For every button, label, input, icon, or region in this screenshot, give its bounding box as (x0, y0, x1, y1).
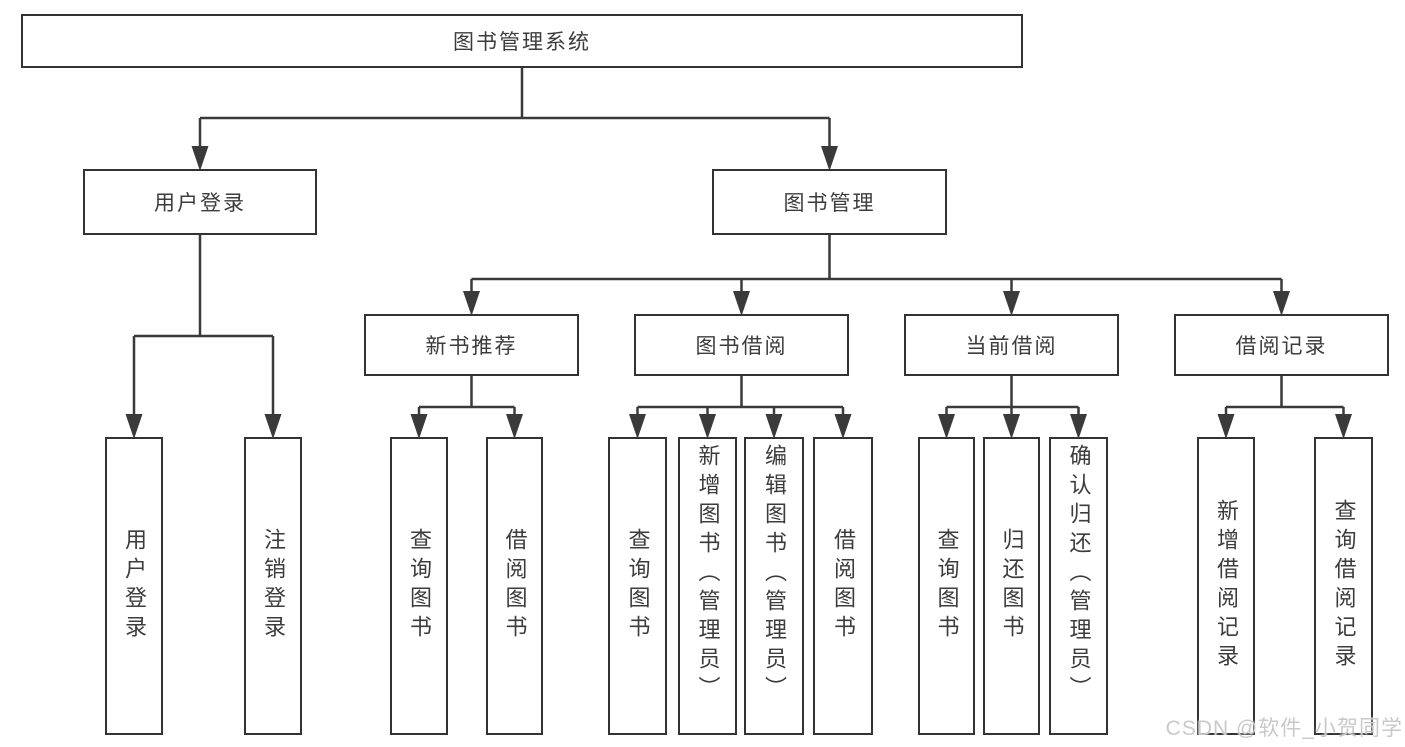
node-label: 新书推荐 (425, 335, 518, 358)
node-label: 借阅记录 (1235, 335, 1328, 358)
node-leaf-query-record: 查询借阅记录 (1314, 437, 1373, 735)
node-label: 当前借阅 (965, 335, 1058, 358)
node-label: 查询图书 (407, 528, 432, 644)
node-leaf-logout: 注销登录 (244, 437, 302, 735)
node-book-borrow: 图书借阅 (634, 314, 849, 376)
node-cur-borrow: 当前借阅 (904, 314, 1119, 376)
node-leaf-user-login: 用户登录 (105, 437, 163, 735)
node-label: 编辑图书（管理员） (762, 444, 787, 705)
node-new-rec: 新书推荐 (364, 314, 579, 376)
node-leaf-return-book: 归还图书 (983, 437, 1040, 735)
node-label: 新增图书（管理员） (695, 444, 721, 705)
node-book-mgmt: 图书管理 (712, 169, 947, 235)
node-label: 查询图书 (625, 528, 651, 644)
node-leaf-confirm-return: 确认归还（管理员） (1049, 437, 1108, 735)
node-leaf-edit-book: 编辑图书（管理员） (744, 437, 804, 735)
node-borrow-rec: 借阅记录 (1174, 314, 1389, 376)
node-label: 确认归还（管理员） (1066, 444, 1092, 705)
node-label: 图书管理 (783, 192, 876, 215)
node-leaf-add-record: 新增借阅记录 (1197, 437, 1255, 735)
node-label: 用户登录 (154, 192, 246, 215)
node-label: 查询借阅记录 (1331, 499, 1357, 673)
node-leaf-add-book: 新增图书（管理员） (678, 437, 737, 735)
node-leaf-query-book-1: 查询图书 (390, 437, 448, 735)
node-label: 注销登录 (261, 528, 286, 644)
node-leaf-borrow-book-2: 借阅图书 (813, 437, 873, 735)
node-label: 图书借阅 (695, 335, 788, 358)
node-label: 借阅图书 (831, 528, 856, 644)
node-label: 借阅图书 (502, 528, 528, 644)
node-label: 新增借阅记录 (1214, 499, 1239, 673)
node-label: 归还图书 (999, 528, 1025, 644)
node-label: 用户登录 (122, 528, 147, 644)
node-label: 图书管理系统 (453, 31, 591, 54)
node-user-login: 用户登录 (83, 169, 317, 235)
node-root: 图书管理系统 (21, 14, 1023, 68)
watermark: CSDN @软件_小贺同学 (1165, 717, 1403, 740)
node-leaf-query-book-2: 查询图书 (608, 437, 667, 735)
node-label: 查询图书 (934, 528, 960, 644)
node-leaf-query-book-3: 查询图书 (918, 437, 975, 735)
node-leaf-borrow-book-1: 借阅图书 (486, 437, 543, 735)
